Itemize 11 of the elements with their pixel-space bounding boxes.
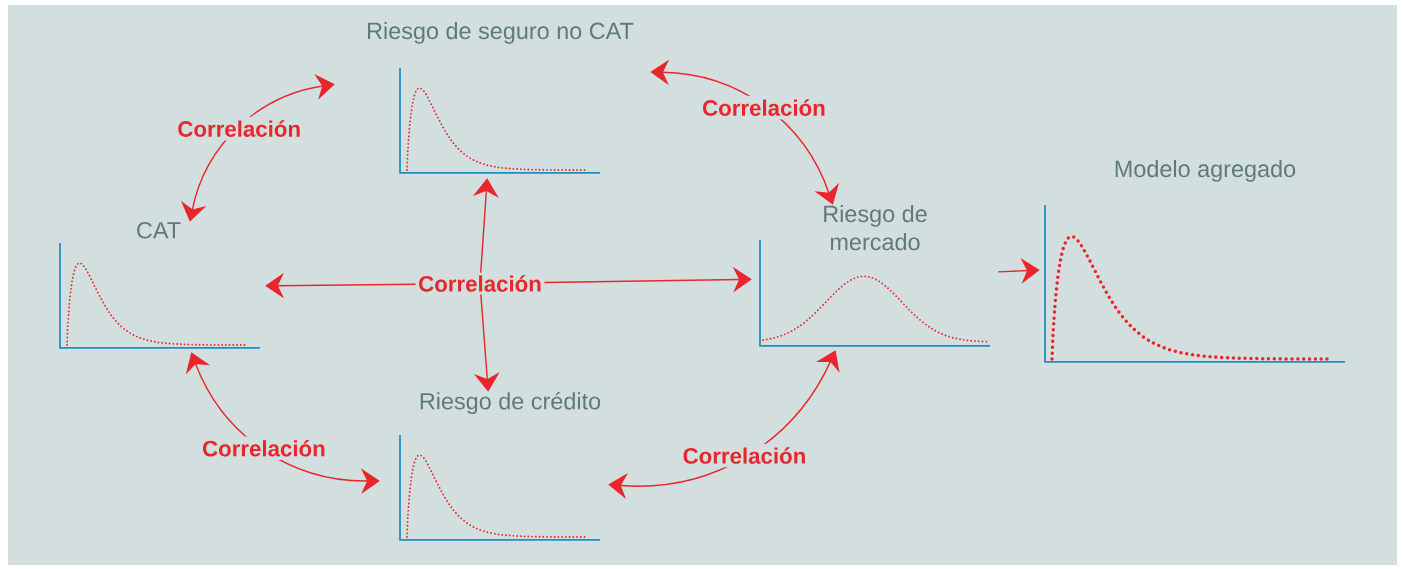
edge-label: Correlación [679, 443, 810, 468]
edge-label: Correlación [198, 436, 330, 460]
chart-title: Riesgo de seguro no CAT [368, 22, 634, 44]
arrow [608, 350, 840, 499]
edge-label: Correlación [698, 95, 830, 120]
chart-title: Modelo agregado [1115, 160, 1296, 182]
node-label: Correlación [419, 275, 541, 292]
edge-label: Correlación [173, 116, 305, 141]
chart-title: CAT [137, 222, 181, 239]
chart-title: Riesgo de crédito [420, 392, 601, 415]
chart-title: Riesgo de mercado [824, 205, 927, 251]
